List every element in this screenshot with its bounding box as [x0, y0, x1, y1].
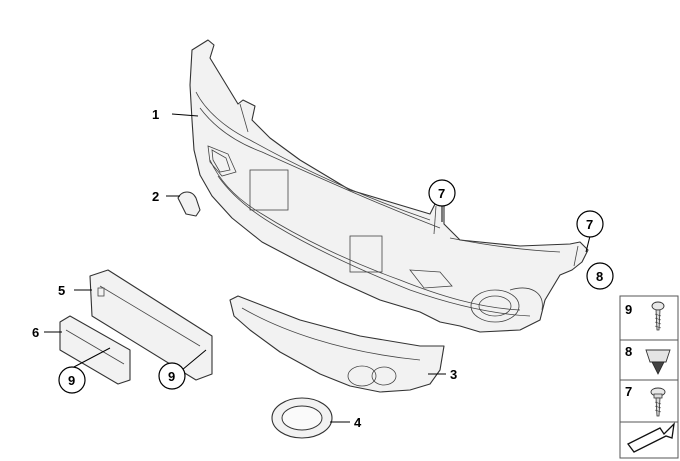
callout-ring-7a	[428, 179, 456, 207]
fog-lamp-bezel	[271, 397, 333, 439]
license-plate-bracket	[59, 315, 131, 385]
callout-6: 6	[32, 325, 39, 340]
callouts: 1 2 3 4 5 6 7 7 8 9 9	[32, 107, 614, 430]
callout-9a: 9	[68, 373, 75, 388]
callout-8: 8	[596, 269, 603, 284]
leader-lines	[44, 113, 591, 423]
bolt-icon	[650, 387, 666, 417]
screw-icon	[651, 301, 665, 331]
callout-ring-7b	[576, 210, 604, 238]
lower-grille	[229, 295, 445, 393]
arrow-icon	[627, 422, 675, 453]
tow-hook-cover	[177, 191, 201, 217]
callout-7b: 7	[586, 217, 593, 232]
callout-1: 1	[152, 107, 159, 122]
callout-7a: 7	[438, 186, 445, 201]
callout-ring-9a	[58, 366, 86, 394]
callout-2: 2	[152, 189, 159, 204]
callout-ring-9b	[158, 362, 186, 390]
callout-ring-8	[586, 262, 614, 290]
bumper-cover	[189, 39, 589, 333]
fastener-legend: 9 8 7	[619, 295, 679, 459]
legend-label-9: 9	[625, 302, 632, 317]
callout-4: 4	[354, 415, 362, 430]
clip-nut-icon	[645, 349, 671, 375]
license-plate-base	[89, 269, 213, 381]
legend-label-8: 8	[625, 344, 632, 359]
callout-3: 3	[450, 367, 457, 382]
callout-5: 5	[58, 283, 65, 298]
legend-label-7: 7	[625, 384, 632, 399]
callout-9b: 9	[168, 369, 175, 384]
